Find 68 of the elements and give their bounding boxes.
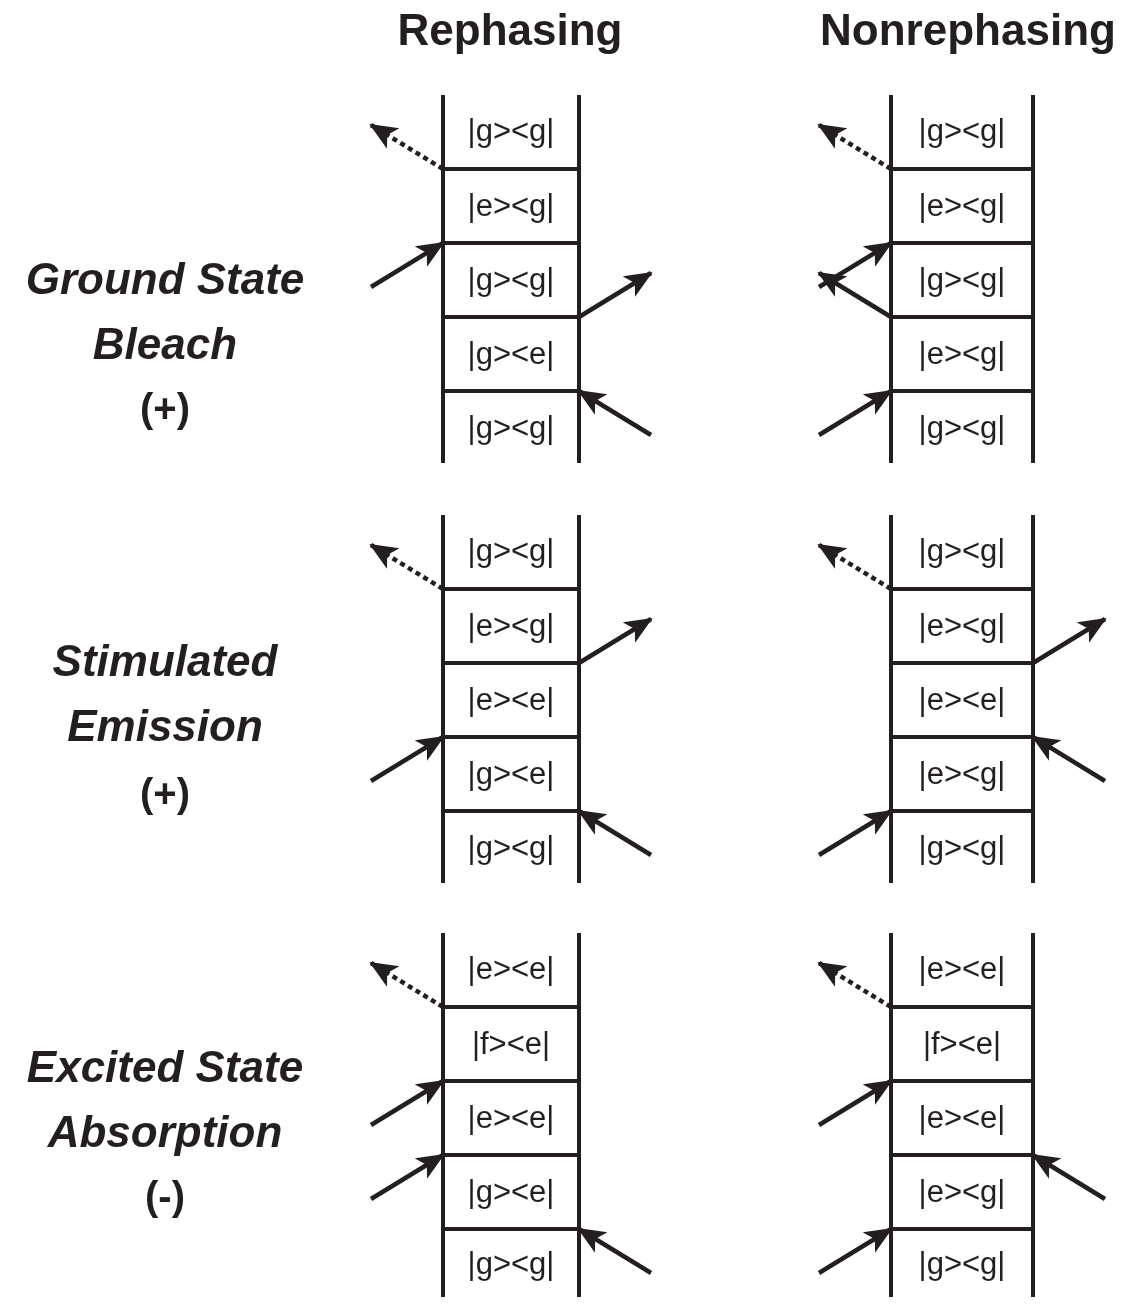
density-matrix-label: |e><g|	[918, 188, 1006, 224]
state-cell	[889, 95, 1035, 167]
state-cell	[889, 809, 1035, 883]
density-matrix-label: |g><g|	[467, 113, 555, 149]
state-cell	[889, 515, 1035, 587]
pathway-label: Ground State Bleach	[24, 253, 306, 370]
column-heading: Nonrephasing	[819, 4, 1117, 56]
density-matrix-label: |e><g|	[918, 608, 1006, 644]
density-matrix-label: |e><e|	[467, 682, 555, 718]
density-matrix-label: |g><g|	[918, 1246, 1006, 1282]
density-matrix-label: |e><e|	[918, 951, 1006, 987]
state-cell	[441, 587, 581, 661]
density-matrix-label: |g><g|	[467, 830, 555, 866]
density-matrix-label: |g><g|	[467, 533, 555, 569]
density-matrix-label: |e><g|	[918, 1174, 1006, 1210]
density-matrix-label: |e><g|	[467, 188, 555, 224]
state-cell	[441, 389, 581, 463]
column-heading: Rephasing	[396, 4, 624, 56]
state-cell	[889, 1005, 1035, 1079]
density-matrix-label: |e><e|	[918, 682, 1006, 718]
density-matrix-label: |g><g|	[918, 113, 1006, 149]
state-cell	[441, 95, 581, 167]
state-cell	[889, 315, 1035, 389]
state-cell	[889, 587, 1035, 661]
state-cell	[889, 1153, 1035, 1227]
density-matrix-label: |g><e|	[467, 1174, 555, 1210]
pathway-label: Stimulated Emission	[51, 635, 279, 752]
state-cell	[889, 167, 1035, 241]
state-cell	[441, 933, 581, 1005]
sign-label: (+)	[139, 770, 191, 817]
density-matrix-label: |g><e|	[467, 756, 555, 792]
state-cell	[441, 809, 581, 883]
state-cell	[441, 1005, 581, 1079]
pathway-label: Excited State Absorption	[25, 1041, 305, 1158]
density-matrix-label: |g><g|	[918, 533, 1006, 569]
sign-label: (+)	[139, 385, 191, 432]
density-matrix-label: |e><g|	[918, 756, 1006, 792]
density-matrix-label: |g><g|	[918, 262, 1006, 298]
state-cell	[441, 1153, 581, 1227]
state-cell	[889, 735, 1035, 809]
state-cell	[889, 241, 1035, 315]
state-cell	[889, 1079, 1035, 1153]
density-matrix-label: |g><g|	[467, 410, 555, 446]
density-matrix-label: |e><e|	[467, 1100, 555, 1136]
density-matrix-label: |g><g|	[467, 1246, 555, 1282]
density-matrix-label: |g><g|	[918, 410, 1006, 446]
state-cell	[441, 661, 581, 735]
state-cell	[889, 933, 1035, 1005]
sign-label: (-)	[144, 1173, 186, 1220]
state-cell	[441, 241, 581, 315]
density-matrix-label: |f><e|	[471, 1026, 551, 1062]
density-matrix-label: |e><g|	[467, 608, 555, 644]
density-matrix-label: |e><g|	[918, 336, 1006, 372]
state-cell	[889, 389, 1035, 463]
state-cell	[441, 1079, 581, 1153]
state-cell	[889, 1227, 1035, 1297]
state-cell	[441, 167, 581, 241]
density-matrix-label: |e><e|	[467, 951, 555, 987]
density-matrix-label: |e><e|	[918, 1100, 1006, 1136]
state-cell	[889, 661, 1035, 735]
state-cell	[441, 1227, 581, 1297]
density-matrix-label: |g><e|	[467, 336, 555, 372]
density-matrix-label: |g><g|	[918, 830, 1006, 866]
density-matrix-label: |f><e|	[922, 1026, 1002, 1062]
state-cell	[441, 515, 581, 587]
density-matrix-label: |g><g|	[467, 262, 555, 298]
state-cell	[441, 315, 581, 389]
state-cell	[441, 735, 581, 809]
